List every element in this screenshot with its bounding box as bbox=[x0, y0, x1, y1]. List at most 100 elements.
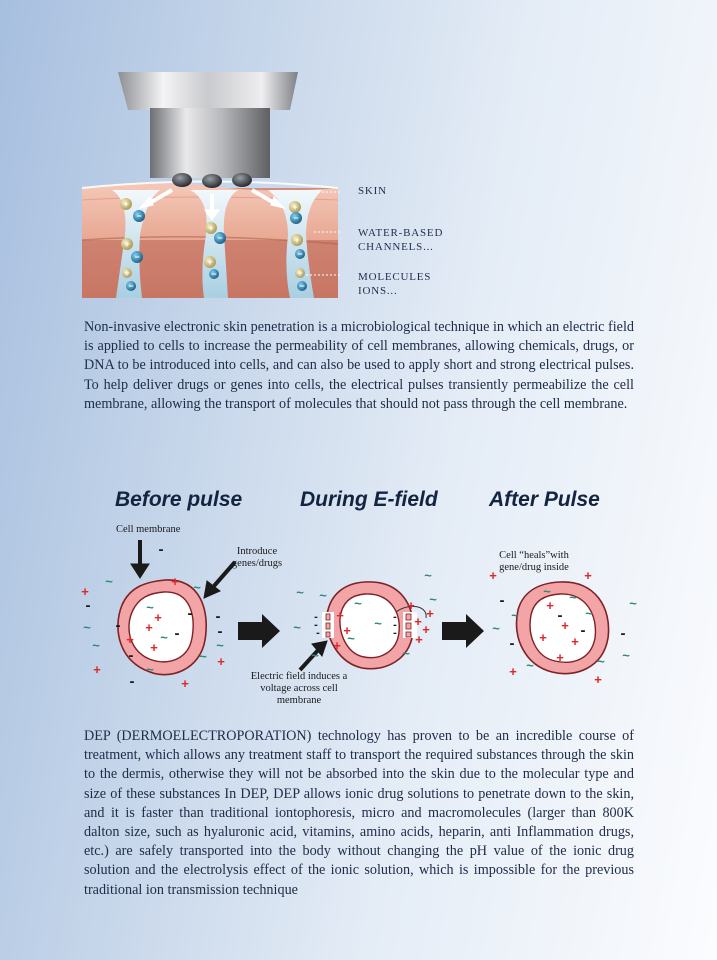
svg-text:+: + bbox=[181, 676, 189, 691]
channels-label-line1: WATER-BASED bbox=[358, 227, 444, 239]
svg-text:~: ~ bbox=[511, 608, 519, 623]
cell-during-e-field bbox=[322, 581, 427, 670]
svg-text:+: + bbox=[294, 235, 299, 245]
cell-before-pulse bbox=[117, 579, 207, 676]
svg-text:+: + bbox=[426, 606, 434, 621]
svg-text:+: + bbox=[546, 598, 554, 613]
svg-text:-: - bbox=[216, 608, 221, 625]
process-arrows bbox=[238, 614, 484, 648]
svg-text:~: ~ bbox=[569, 590, 577, 605]
positive-ion: + bbox=[289, 201, 301, 213]
svg-text:+: + bbox=[123, 199, 128, 209]
svg-text:-: - bbox=[130, 673, 135, 690]
svg-text:+: + bbox=[297, 268, 302, 278]
heading-after-pulse: After Pulse bbox=[489, 488, 600, 511]
svg-text:~: ~ bbox=[622, 648, 630, 663]
svg-text:-: - bbox=[393, 611, 397, 623]
svg-text:~: ~ bbox=[629, 596, 637, 611]
arrow-right-1 bbox=[238, 614, 280, 648]
svg-text:+: + bbox=[571, 634, 579, 649]
svg-text:-: - bbox=[188, 605, 193, 622]
electroporation-pulse-diagram: +++ +++ +++ +++ +++ ++ +++ +++ +++ --- -… bbox=[81, 540, 637, 691]
water-channel bbox=[190, 190, 238, 298]
svg-text:+: + bbox=[154, 610, 162, 625]
svg-text:~: ~ bbox=[585, 606, 593, 621]
positive-ion: + bbox=[205, 222, 217, 234]
svg-text:+: + bbox=[81, 584, 89, 599]
current-arrows bbox=[138, 188, 286, 221]
channels-label-line2: CHANNELS... bbox=[358, 241, 434, 253]
svg-text:~: ~ bbox=[216, 638, 224, 653]
svg-text:-: - bbox=[581, 622, 586, 639]
svg-text:~: ~ bbox=[105, 574, 113, 589]
svg-text:~: ~ bbox=[319, 588, 327, 603]
ions: + − + − + − + − + − + − + − + − bbox=[120, 198, 307, 291]
svg-text:+: + bbox=[509, 664, 517, 679]
svg-text:−: − bbox=[136, 211, 141, 221]
svg-text:+: + bbox=[343, 623, 351, 638]
skin-label: SKIN bbox=[358, 185, 387, 197]
svg-text:+: + bbox=[407, 598, 415, 613]
label-leaders bbox=[306, 191, 340, 276]
svg-text:-: - bbox=[129, 647, 134, 664]
svg-text:+: + bbox=[333, 638, 341, 653]
svg-text:-: - bbox=[159, 541, 164, 558]
negative-ion: − bbox=[131, 251, 143, 263]
svg-text:+: + bbox=[145, 620, 153, 635]
introduce-annotation: Introduce genes/drugs bbox=[231, 546, 283, 569]
heading-before-pulse: Before pulse bbox=[115, 488, 243, 511]
svg-text:~: ~ bbox=[597, 654, 605, 669]
pointer-arrows bbox=[130, 540, 328, 672]
svg-text:~: ~ bbox=[293, 620, 301, 635]
svg-text:~: ~ bbox=[83, 620, 91, 635]
positive-ion: + bbox=[204, 256, 216, 268]
svg-text:+: + bbox=[336, 608, 344, 623]
skin-penetration-illustration: + − + − + − + − + − + − + − + − bbox=[81, 72, 340, 298]
svg-text:-: - bbox=[621, 625, 626, 642]
dep-paragraph: DEP (DERMOELECTROPORATION) technology ha… bbox=[84, 728, 634, 898]
svg-text:+: + bbox=[414, 614, 422, 629]
negative-ion: − bbox=[297, 281, 307, 291]
svg-text:~: ~ bbox=[429, 592, 437, 607]
svg-text:+: + bbox=[584, 568, 592, 583]
svg-text:~: ~ bbox=[199, 649, 207, 664]
svg-text:+: + bbox=[292, 202, 297, 212]
svg-text:-: - bbox=[116, 617, 121, 634]
svg-text:+: + bbox=[539, 630, 547, 645]
svg-text:~: ~ bbox=[374, 616, 382, 631]
svg-text:-: - bbox=[393, 619, 397, 631]
svg-text:+: + bbox=[217, 654, 225, 669]
svg-text:+: + bbox=[124, 268, 129, 278]
positive-ion: + bbox=[121, 238, 133, 250]
positive-ion: + bbox=[122, 268, 132, 278]
svg-text:~: ~ bbox=[193, 580, 201, 595]
svg-text:~: ~ bbox=[347, 631, 355, 646]
svg-text:−: − bbox=[297, 249, 302, 259]
svg-text:~: ~ bbox=[543, 584, 551, 599]
molecules-label-line1: MOLECULES bbox=[358, 271, 432, 283]
svg-text:+: + bbox=[208, 223, 213, 233]
svg-text:~: ~ bbox=[492, 621, 500, 636]
svg-text:-: - bbox=[175, 625, 180, 642]
svg-text:~: ~ bbox=[146, 662, 154, 677]
svg-text:-: - bbox=[218, 623, 223, 640]
svg-text:+: + bbox=[126, 632, 134, 647]
cell-after-pulse bbox=[515, 581, 610, 675]
negative-ion: − bbox=[290, 212, 302, 224]
svg-text:-: - bbox=[316, 627, 320, 639]
svg-text:+: + bbox=[561, 618, 569, 633]
svg-text:+: + bbox=[124, 239, 129, 249]
svg-text:~: ~ bbox=[402, 646, 410, 661]
svg-text:−: − bbox=[299, 281, 304, 291]
negative-ion: − bbox=[126, 281, 136, 291]
electric-field-annotation: Electric field induces a voltage across … bbox=[250, 671, 348, 706]
negative-ion: − bbox=[209, 269, 219, 279]
svg-text:-: - bbox=[558, 607, 563, 624]
cell-heals-annotation: Cell “heals”with gene/drug inside bbox=[499, 550, 569, 573]
svg-text:+: + bbox=[422, 622, 430, 637]
svg-text:~: ~ bbox=[354, 596, 362, 611]
svg-text:~: ~ bbox=[296, 585, 304, 600]
svg-text:−: − bbox=[128, 281, 133, 291]
heading-during-e-field: During E-field bbox=[300, 488, 438, 511]
negative-ion: − bbox=[214, 232, 226, 244]
